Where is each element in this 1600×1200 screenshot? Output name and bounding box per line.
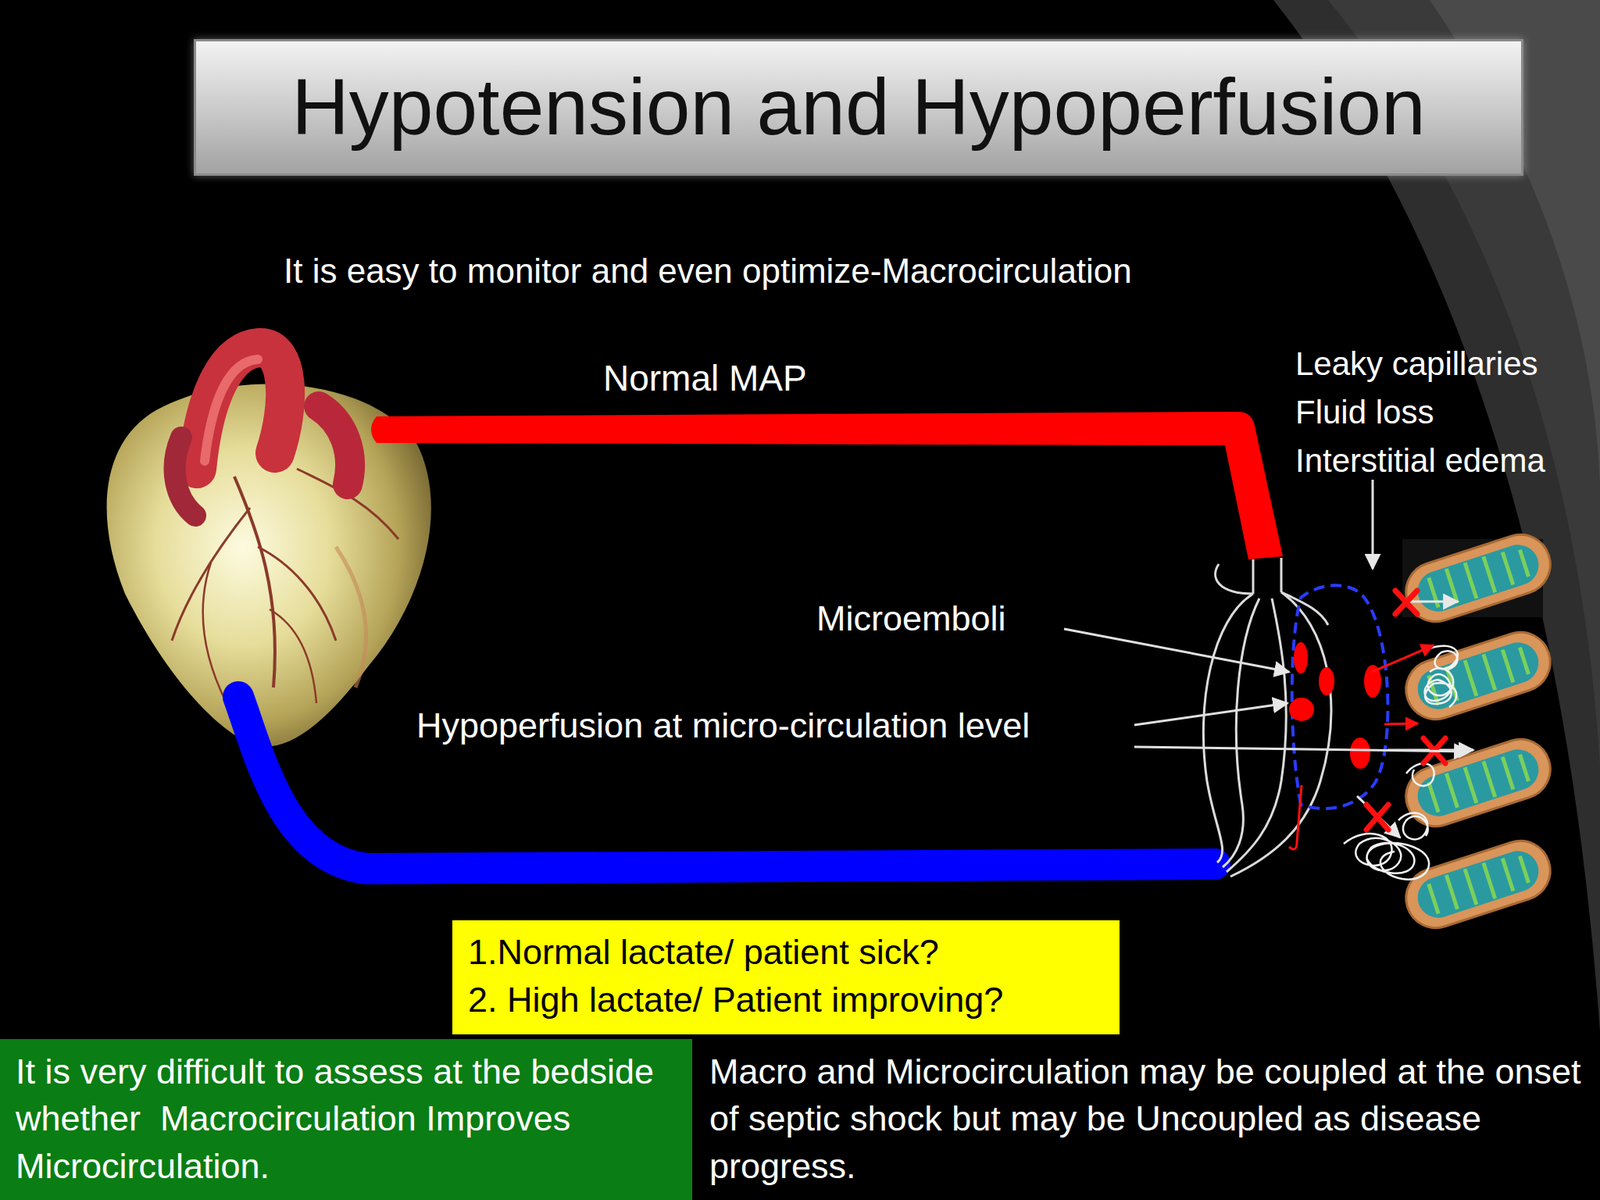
mitochondria	[1412, 539, 1544, 618]
annotation-label: Fluid loss	[1295, 393, 1434, 432]
flow-arrows	[1384, 723, 1418, 725]
capillary-bed	[1230, 592, 1332, 877]
damaged-fibers	[1406, 763, 1435, 786]
mitochondria	[1398, 625, 1558, 728]
artery	[371, 411, 1283, 560]
damaged-fibers	[1429, 646, 1458, 670]
vein	[238, 696, 1215, 869]
annotation-label: Normal MAP	[603, 357, 808, 400]
interstitial-boundary	[1292, 585, 1389, 809]
heart-illustration	[175, 437, 196, 516]
mitochondria	[1398, 527, 1558, 630]
box-text: It is very difficult to assess at the be…	[15, 1048, 677, 1190]
capillary-bed	[1215, 564, 1254, 594]
question-box: 1.Normal lactate/ patient sick?2. High l…	[452, 920, 1120, 1035]
mitochondria	[1412, 846, 1544, 924]
vein	[238, 696, 1215, 869]
artery	[371, 411, 1283, 560]
interstitial-boundary	[1292, 585, 1389, 809]
mitochondria	[1428, 851, 1531, 917]
damaged-fibers	[1398, 813, 1429, 840]
leader-arrow	[1064, 628, 1290, 672]
annotation-label: Hypoperfusion at micro-circulation level	[416, 705, 1030, 747]
heart-illustration	[204, 359, 258, 461]
heart-illustration	[171, 507, 250, 641]
mitochondria	[1398, 625, 1558, 728]
damaged-fibers	[1343, 833, 1429, 879]
flow-arrows	[1371, 645, 1434, 672]
blocked-mark	[1366, 590, 1446, 830]
capillary-bed	[1226, 598, 1286, 872]
heart-illustration	[203, 562, 227, 704]
annotation-label: Leaky capillaries	[1295, 345, 1539, 383]
heart-illustration	[269, 609, 317, 704]
mitochondria	[1398, 527, 1558, 630]
flow-arrows	[1289, 601, 1474, 850]
mitochondria	[1398, 833, 1558, 936]
capillary-bed	[1203, 557, 1331, 877]
microemboli	[1318, 667, 1335, 696]
flow-arrows	[1407, 600, 1458, 604]
mitochondria	[1398, 833, 1558, 936]
heart-illustration	[196, 347, 286, 469]
box-text: 2. High lactate/ Patient improving?	[467, 975, 1104, 1024]
damaged-fibers	[1343, 646, 1458, 880]
blocked-mark	[1366, 804, 1389, 830]
capillary-bed	[1252, 559, 1255, 594]
leader-arrow	[1064, 479, 1469, 752]
mitochondria	[1398, 527, 1558, 936]
heart-illustration	[257, 546, 336, 641]
capillary-bed	[1280, 557, 1283, 593]
heart-illustration	[335, 546, 367, 688]
leader-arrow	[1371, 479, 1375, 569]
slide-title: Hypotension and Hypoperfusion	[291, 61, 1426, 154]
microemboli	[1350, 737, 1371, 769]
annotation-label: Microemboli	[816, 598, 1007, 640]
flow-arrows	[1357, 796, 1400, 838]
capillary-bed	[1222, 598, 1260, 868]
heart-illustration	[234, 476, 275, 688]
title-box: Hypotension and Hypoperfusion	[193, 39, 1524, 176]
annotation-label: It is easy to monitor and even optimize-…	[283, 251, 1133, 292]
heart-illustration	[107, 347, 432, 747]
note-box: It is very difficult to assess at the be…	[0, 1039, 693, 1200]
mitochondria	[1412, 637, 1544, 715]
microemboli	[1289, 697, 1315, 722]
flow-arrows	[1289, 785, 1302, 850]
annotation-label: Interstitial edema	[1295, 442, 1546, 480]
heart-illustration	[318, 406, 350, 485]
blocked-mark	[1395, 590, 1418, 615]
box-text: 1.Normal lactate/ patient sick?	[467, 928, 1104, 976]
note-box: Macro and Microcirculation may be couple…	[692, 1039, 1600, 1200]
leader-arrow	[1134, 746, 1469, 752]
capillary-bed	[1281, 592, 1329, 625]
leader-arrow	[1134, 703, 1288, 725]
box-text: Macro and Microcirculation may be couple…	[709, 1048, 1583, 1190]
microemboli	[1293, 642, 1308, 674]
damaged-fibers	[1425, 667, 1458, 708]
